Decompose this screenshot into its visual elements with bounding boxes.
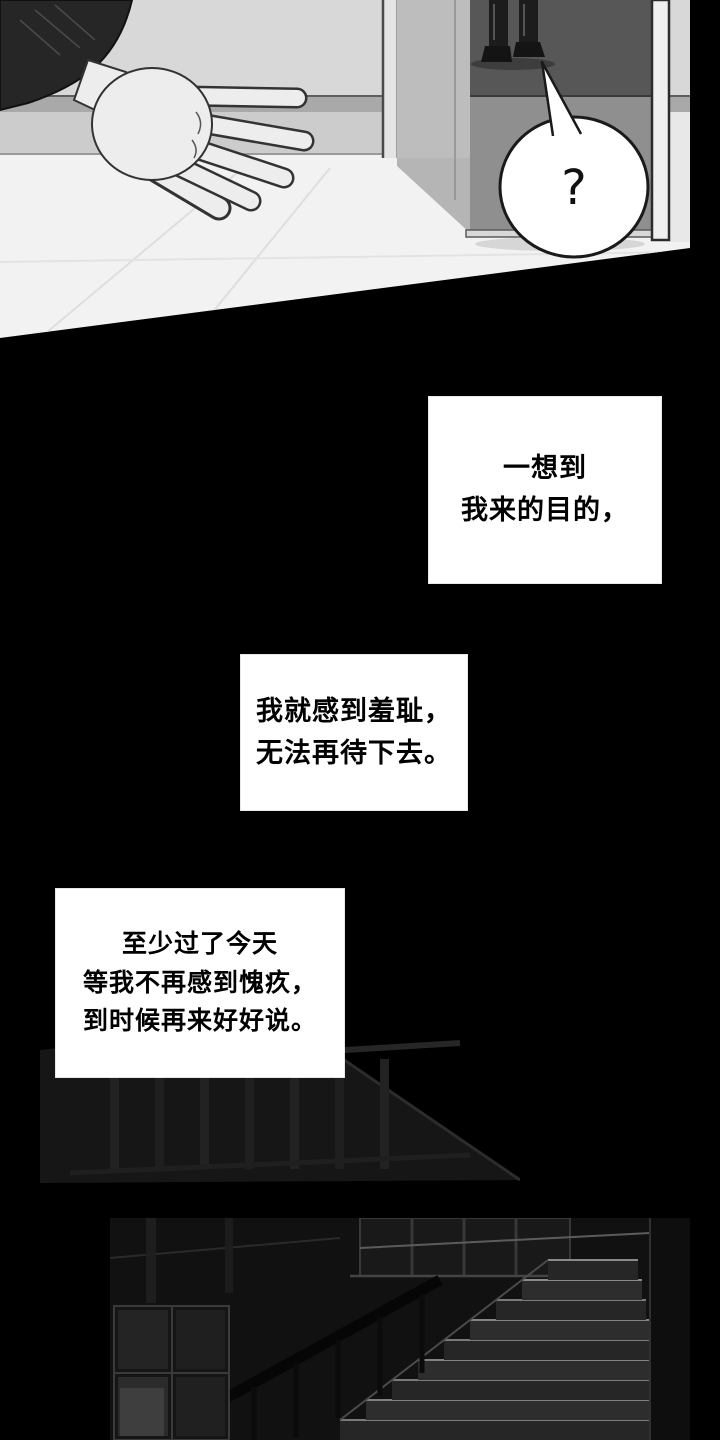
caption-box-3: 至少过了今天 等我不再感到愧疚， 到时候再来好好说。 [55, 888, 345, 1078]
window-panes [113, 1305, 230, 1440]
question-mark: ? [561, 160, 586, 216]
reaching-hand [72, 58, 315, 221]
standing-figure-legs [471, 0, 555, 70]
caption-line: 至少过了今天 [121, 929, 278, 958]
caption-box-1: 一想到 我来的目的， [428, 396, 662, 584]
caption-line: 到时候再来好好说。 [82, 1007, 317, 1036]
dim-balusters [110, 1059, 389, 1171]
door-frame-right [650, 0, 690, 242]
caption-line: 等我不再感到愧疚， [82, 968, 317, 997]
right-wall [649, 1218, 690, 1440]
upper-window [110, 1218, 671, 1303]
caption-box-2: 我就感到羞耻， 无法再待下去。 [240, 654, 468, 811]
caption-line: 我就感到羞耻， [256, 695, 452, 726]
speech-bubble: ? [498, 60, 650, 259]
caption-line: 无法再待下去。 [256, 737, 452, 768]
caption-line: 一想到 [503, 453, 587, 484]
stairs-steps [339, 1259, 670, 1440]
staircase-panel [110, 1218, 690, 1440]
door-frame-left [381, 0, 470, 233]
hallway-panel: ? [0, 0, 690, 338]
caption-line: 我来的目的， [461, 495, 629, 525]
